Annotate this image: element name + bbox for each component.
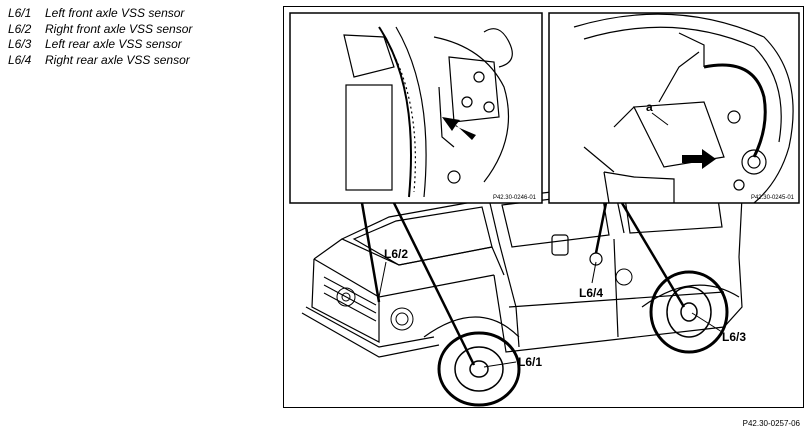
legend-code: L6/3: [8, 37, 32, 51]
front-sensor-inset: [289, 12, 543, 204]
legend-text: Left front axle VSS sensor: [45, 6, 185, 20]
label-l61: L6/1: [518, 355, 542, 369]
legend-item: L6/2 Right front axle VSS sensor: [8, 22, 192, 38]
legend-code: L6/1: [8, 6, 32, 20]
label-a: a: [646, 100, 653, 114]
legend-item: L6/4 Right rear axle VSS sensor: [8, 53, 192, 69]
inset-leader-lines: [360, 202, 686, 366]
legend-code: L6/4: [8, 52, 32, 67]
legend-code: L6/2: [8, 21, 32, 36]
legend-text: Right front axle VSS sensor: [45, 21, 193, 36]
rear-inset-ref: P42.30-0245-01: [751, 195, 795, 201]
callout-l62: L6/2: [378, 247, 408, 298]
label-l62: L6/2: [384, 247, 408, 261]
vehicle-diagram: P42.30-0246-01 a P42.30-0245-01: [283, 6, 804, 408]
front-sensor-arrow: [442, 117, 476, 140]
front-left-wheel: [437, 331, 521, 407]
diagram-drawing: P42.30-0246-01 a P42.30-0245-01: [289, 12, 800, 407]
legend-item: L6/3 Left rear axle VSS sensor: [8, 37, 192, 53]
callout-l64: L6/4: [579, 252, 603, 300]
figure-reference: P42.30-0257-06: [742, 419, 800, 428]
rear-left-wheel: [649, 270, 729, 354]
sensor-legend: L6/1 Left front axle VSS sensor L6/2 Rig…: [8, 6, 192, 68]
rear-sensor-inset: [548, 12, 800, 204]
legend-item: L6/1 Left front axle VSS sensor: [8, 6, 192, 22]
rear-brake-drawing: [573, 13, 794, 204]
rear-sensor-arrow: [682, 149, 716, 169]
legend-text: Right rear axle VSS sensor: [45, 52, 190, 67]
callout-l61: L6/1: [483, 355, 542, 369]
callout-l63: L6/3: [691, 312, 746, 344]
front-brake-drawing: [343, 26, 513, 198]
label-l64: L6/4: [579, 286, 603, 300]
vehicle-body: [301, 178, 743, 358]
front-inset-ref: P42.30-0246-01: [493, 195, 537, 201]
label-l63: L6/3: [722, 330, 746, 344]
vehicle-details: [323, 268, 633, 331]
legend-text: Left rear axle VSS sensor: [45, 37, 182, 51]
